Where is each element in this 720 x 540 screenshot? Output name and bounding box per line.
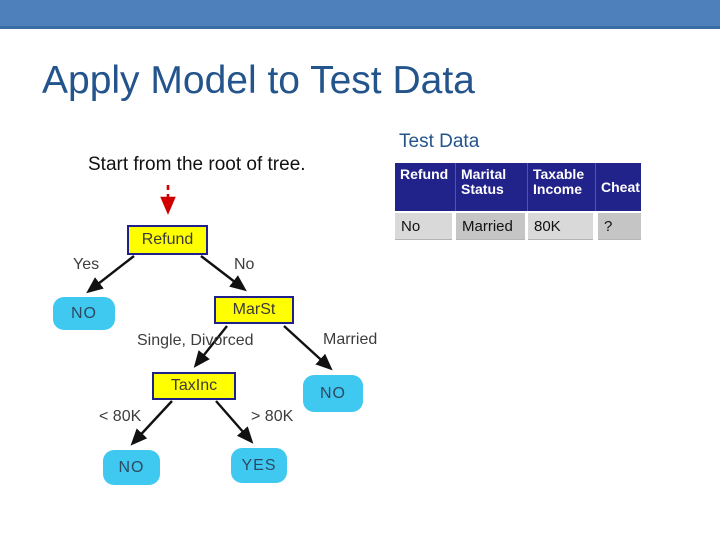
edge-label-single-divorced: Single, Divorced [137, 332, 254, 349]
top-accent-bar [0, 0, 720, 29]
table-header-refund: Refund [395, 163, 456, 211]
edge-label-no: No [234, 256, 255, 273]
leaf-node-married: NO [303, 375, 363, 412]
slide-title: Apply Model to Test Data [42, 59, 475, 102]
decision-node-refund: Refund [127, 225, 208, 255]
decision-node-taxinc: TaxInc [152, 372, 236, 400]
decision-node-marst: MarSt [214, 296, 294, 324]
edge-label-lt80k: < 80K [99, 408, 142, 425]
table-header-row: Refund Marital Status Taxable Income Che… [395, 163, 641, 211]
table-cell-marital-status: Married [456, 213, 525, 240]
leaf-node-lt80k: NO [103, 450, 160, 485]
table-cell-cheat: ? [598, 213, 641, 240]
test-data-table: Refund Marital Status Taxable Income Che… [395, 163, 641, 240]
table-header-cheat: Cheat [601, 178, 640, 195]
edge-label-married: Married [323, 331, 378, 348]
table-header-taxable-income: Taxable Income [528, 163, 596, 211]
table-cell-taxable-income: 80K [528, 213, 593, 240]
table-cell-refund: No [395, 213, 452, 240]
edge-taxinc-gt80k [215, 400, 254, 444]
test-data-label: Test Data [399, 131, 480, 152]
leaf-node-refund-yes: NO [53, 297, 115, 330]
edge-label-gt80k: > 80K [251, 408, 294, 425]
table-data-row: No Married 80K ? [395, 213, 641, 240]
table-header-marital-status: Marital Status [456, 163, 528, 211]
edge-label-yes: Yes [73, 256, 100, 273]
instruction-text: Start from the root of tree. [88, 154, 306, 175]
leaf-node-gt80k: YES [231, 448, 287, 483]
